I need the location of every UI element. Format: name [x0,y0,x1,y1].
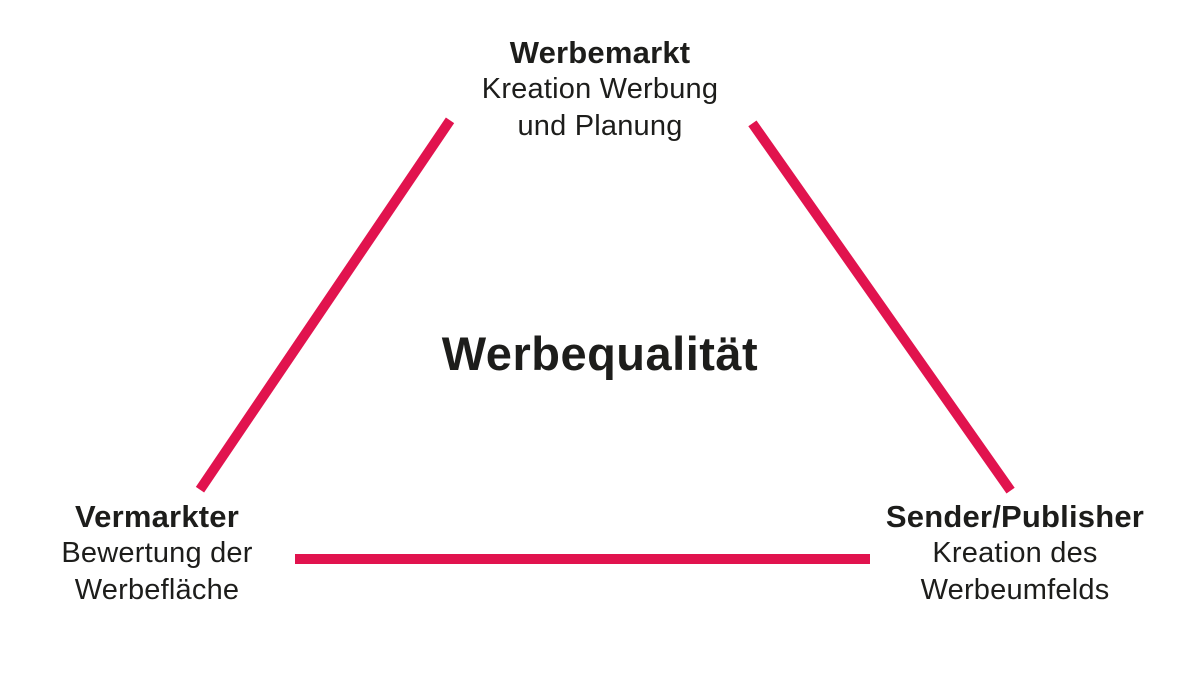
node-werbemarkt: Werbemarkt Kreation Werbung und Planung [400,34,800,145]
triangle-edge-left [195,117,455,493]
center-title: Werbequalität [441,327,759,380]
triangle-edge-right [748,120,1015,494]
node-vermarkter: Vermarkter Bewertung der Werbefläche [7,498,307,609]
node-werbemarkt-subline-1: Kreation Werbung [481,73,719,105]
node-vermarkter-subline-2: Werbefläche [74,574,240,606]
node-sender-publisher-title: Sender/Publisher [885,499,1145,534]
node-sender-publisher-subline-1: Kreation des [932,537,1098,569]
node-werbemarkt-title: Werbemarkt [509,35,691,70]
node-sender-publisher: Sender/Publisher Kreation des Werbeumfel… [865,498,1165,609]
node-sender-publisher-subline-2: Werbeumfelds [920,574,1110,606]
triangle-edge-bottom [295,554,870,564]
node-vermarkter-title: Vermarkter [74,499,239,534]
node-vermarkter-subline-1: Bewertung der [61,537,253,569]
node-werbemarkt-subline-2: und Planung [517,110,683,142]
